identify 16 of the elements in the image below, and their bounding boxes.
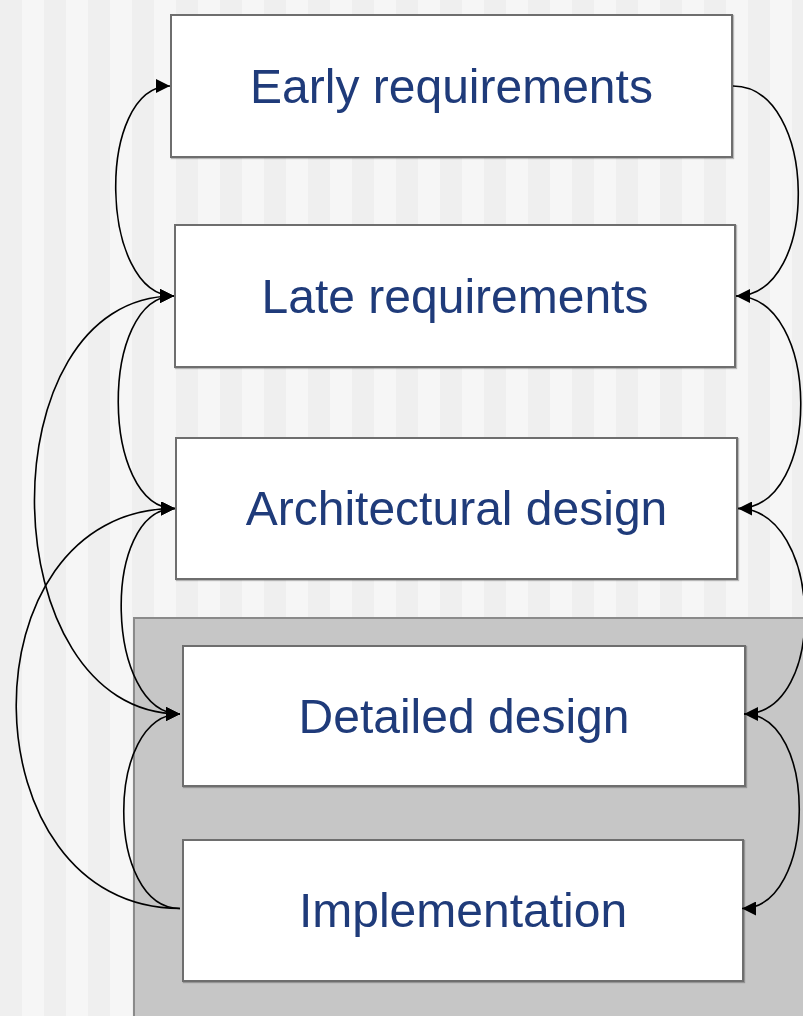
arrow <box>122 710 181 910</box>
node-label: Early requirements <box>250 58 653 114</box>
node-label: Architectural design <box>245 481 668 536</box>
arrow <box>737 507 803 718</box>
node-label: Detailed design <box>298 688 630 744</box>
process-box <box>170 14 733 158</box>
arrow <box>732 85 800 300</box>
group-panel <box>133 617 803 1016</box>
process-box <box>174 224 736 368</box>
process-box <box>182 839 744 982</box>
arrow <box>741 713 801 913</box>
process-box <box>182 645 746 787</box>
node-label: Late requirements <box>261 268 649 324</box>
process-box <box>175 437 738 580</box>
arrow <box>735 295 802 513</box>
node-label: Implementation <box>298 883 628 938</box>
